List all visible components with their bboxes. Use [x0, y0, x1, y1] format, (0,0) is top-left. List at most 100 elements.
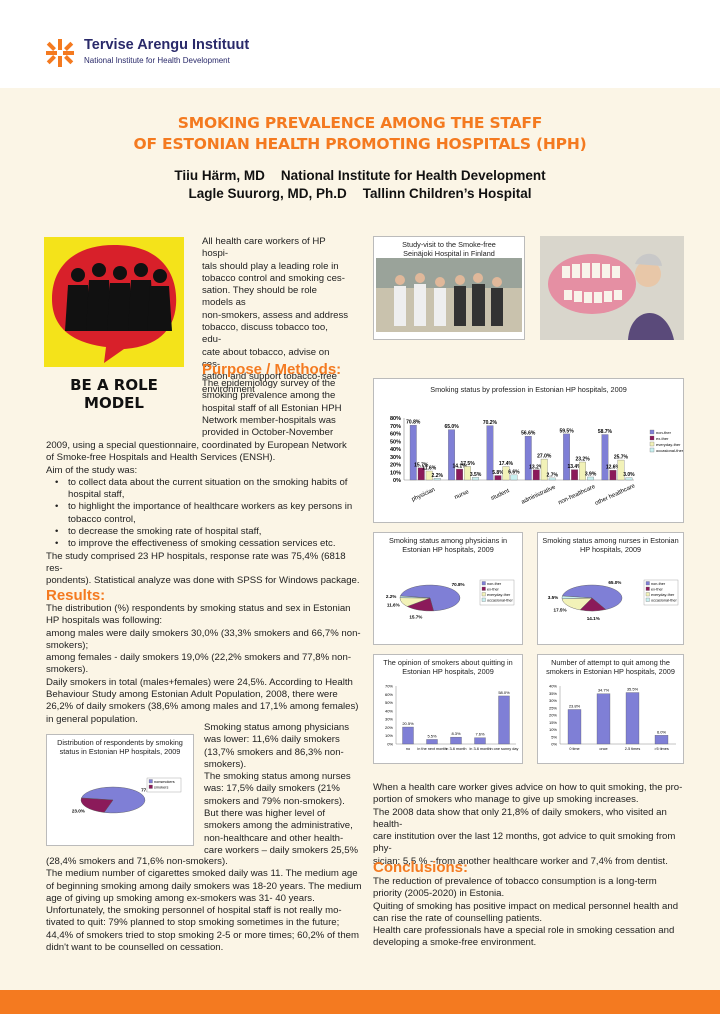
list-item: to improve the effectiveness of smoking …	[46, 538, 362, 551]
y-tick-label: 10%	[549, 727, 557, 732]
bar	[532, 469, 540, 481]
bar-data-label: 35.5%	[627, 687, 639, 692]
bar	[540, 458, 548, 481]
bar-data-label: 65.0%	[444, 424, 459, 430]
pie-data-label: 65.0%	[608, 580, 621, 585]
legend-label: nonsmokers	[154, 780, 175, 784]
bar	[425, 470, 433, 481]
bar-data-label: 6.0%	[657, 729, 667, 734]
institute-logo-icon	[46, 39, 74, 67]
bar	[409, 424, 417, 481]
pie-data-label: 3.5%	[548, 595, 558, 600]
profession-bar-svg: 0%10%20%30%40%50%60%70%80%70.8%15.7%11.6…	[390, 416, 684, 507]
bar	[456, 468, 463, 481]
bar	[567, 709, 582, 745]
y-tick-label: 0%	[387, 742, 393, 747]
bar	[563, 433, 570, 481]
bar	[494, 475, 502, 481]
org-name: Tervise Arengu Instituut	[84, 37, 250, 53]
bar-data-label: 14.1%	[452, 464, 467, 470]
bar	[571, 469, 578, 481]
legend-label: non-ther	[656, 430, 672, 435]
x-tick-label: student	[490, 488, 511, 502]
chart-profession: Smoking status by profession in Estonian…	[373, 378, 684, 523]
bar	[402, 726, 414, 745]
page-footer-bar	[0, 990, 720, 1014]
y-tick-label: 60%	[390, 432, 401, 438]
bar	[579, 461, 586, 481]
bar-data-label: 3.0%	[623, 472, 635, 478]
bar-data-label: 70.8%	[406, 420, 421, 426]
legend-label: everyday-ther	[487, 593, 511, 597]
legend-swatch	[481, 592, 486, 597]
bar-data-label: 13.4%	[567, 464, 582, 470]
bar	[510, 474, 518, 481]
legend-swatch	[645, 592, 650, 597]
x-tick-label: physician	[411, 487, 436, 503]
x-tick-label: in the next month	[417, 747, 446, 751]
bar-data-label: 34.7%	[598, 688, 610, 693]
legend-box	[479, 579, 515, 606]
bar	[548, 477, 556, 481]
y-tick-label: 20%	[549, 713, 557, 718]
results-bottom-text: (28,4% smokers and 71,6% non-smokers).Th…	[46, 856, 362, 954]
bar-data-label: 3.5%	[470, 472, 482, 478]
legend-swatch	[645, 597, 650, 602]
bar-data-label: 7.6%	[475, 732, 485, 737]
bar	[654, 735, 669, 745]
y-tick-label: 0%	[551, 742, 557, 747]
purpose-heading: Purpose / Methods:	[202, 361, 342, 378]
pie-slice	[80, 797, 114, 813]
legend-label: occasional-ther	[487, 599, 513, 603]
y-tick-label: 40%	[385, 708, 393, 713]
legend-swatch	[649, 441, 655, 447]
legend-box	[146, 777, 182, 793]
x-tick-label: 2-5 times	[625, 747, 641, 751]
x-tick-label: in 3-6 month	[445, 747, 466, 751]
bar-data-label: 13.2%	[529, 464, 544, 470]
x-tick-label: other healthcare	[594, 483, 636, 507]
pie-slice	[561, 595, 593, 600]
poster-title-line1: SMOKING PREVALENCE AMONG THE STAFF	[177, 114, 543, 132]
legend-swatch	[481, 597, 486, 602]
legend-label: everyday-ther	[651, 593, 675, 597]
bar-data-label: 59.5%	[559, 428, 574, 434]
org-name-en: National Institute for Health Developmen…	[84, 56, 230, 65]
legend-label: ex-ther	[487, 588, 500, 592]
y-tick-label: 80%	[390, 416, 401, 422]
y-tick-label: 30%	[549, 698, 557, 703]
bar-data-label: 8.3%	[451, 731, 461, 736]
pie-data-label: 14.1%	[587, 616, 600, 621]
y-tick-label: 50%	[390, 439, 401, 445]
list-item: to collect data about the current situat…	[46, 477, 362, 502]
bar-data-label: 15.7%	[414, 462, 429, 468]
role-model-heading: BE A ROLE MODEL	[70, 376, 158, 412]
pie-data-label: 70.8%	[452, 582, 465, 587]
bar	[426, 739, 438, 745]
x-tick-label: nurse	[454, 489, 471, 501]
bar-data-label: 58.7%	[598, 429, 613, 435]
chart-nurses: Smoking status among nurses in Estonian …	[537, 532, 684, 645]
legend-swatch	[481, 581, 486, 586]
bar-data-label: 23.2%	[575, 457, 590, 463]
page-header: Tervise Arengu Instituut National Instit…	[0, 0, 720, 88]
legend-swatch	[148, 784, 153, 789]
bar-data-label: 6.6%	[508, 469, 520, 475]
x-tick-label: non-healthcare	[558, 484, 597, 507]
pie-nurses-svg: 65.0%14.1%17.5%3.5%non-therex-thereveryd…	[548, 580, 679, 621]
y-tick-label: 35%	[549, 691, 557, 696]
legend-label: everyday-ther	[656, 442, 681, 447]
legend-label: occasional-ther	[651, 599, 677, 603]
bar-data-label: 56.6%	[521, 431, 536, 437]
bar-data-label: 2.7%	[547, 472, 559, 478]
role-model-illustration	[44, 237, 184, 367]
pie-data-label: 23.0%	[72, 809, 85, 814]
y-tick-label: 15%	[549, 720, 557, 725]
y-tick-label: 20%	[385, 725, 393, 730]
bar-data-label: 3.9%	[585, 471, 597, 477]
y-tick-label: 40%	[549, 684, 557, 689]
